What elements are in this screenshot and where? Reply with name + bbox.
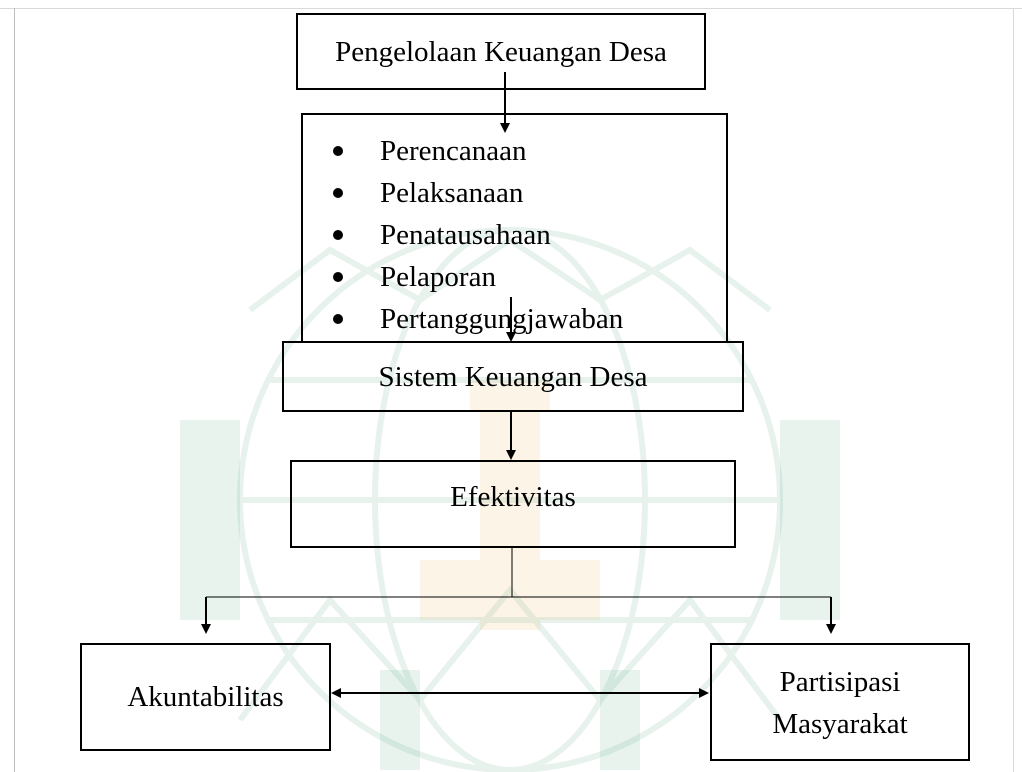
stage-item-planning: Perencanaan bbox=[320, 130, 623, 172]
page-border-top bbox=[0, 8, 1022, 9]
stage-item-administration: Penatausahaan bbox=[320, 214, 623, 256]
participation-label-line2: Masyarakat bbox=[772, 708, 908, 740]
stages-box bbox=[301, 113, 728, 343]
bullet-icon bbox=[333, 272, 343, 282]
page-border-left bbox=[14, 8, 15, 772]
management-box: Pengelolaan Keuangan Desa bbox=[296, 13, 706, 90]
bullet-icon bbox=[333, 188, 343, 198]
system-box: Sistem Keuangan Desa bbox=[282, 341, 744, 412]
participation-box: Partisipasi Masyarakat bbox=[710, 643, 970, 761]
accountability-label: Akuntabilitas bbox=[127, 681, 284, 713]
system-label: Sistem Keuangan Desa bbox=[378, 361, 648, 393]
accountability-box: Akuntabilitas bbox=[80, 643, 331, 751]
stage-item-accountability-report: Pertanggungjawaban bbox=[320, 298, 623, 340]
effectiveness-label: Efektivitas bbox=[450, 481, 576, 513]
stage-item-reporting: Pelaporan bbox=[320, 256, 623, 298]
stage-item-implementation: Pelaksanaan bbox=[320, 172, 623, 214]
bullet-icon bbox=[333, 314, 343, 324]
bullet-icon bbox=[333, 230, 343, 240]
effectiveness-box: Efektivitas bbox=[290, 460, 736, 548]
management-label: Pengelolaan Keuangan Desa bbox=[335, 36, 667, 68]
bullet-icon bbox=[333, 146, 343, 156]
stages-list: Perencanaan Pelaksanaan Penatausahaan Pe… bbox=[320, 130, 623, 340]
page-border-right bbox=[1013, 8, 1014, 772]
participation-label-line1: Partisipasi bbox=[779, 666, 901, 698]
